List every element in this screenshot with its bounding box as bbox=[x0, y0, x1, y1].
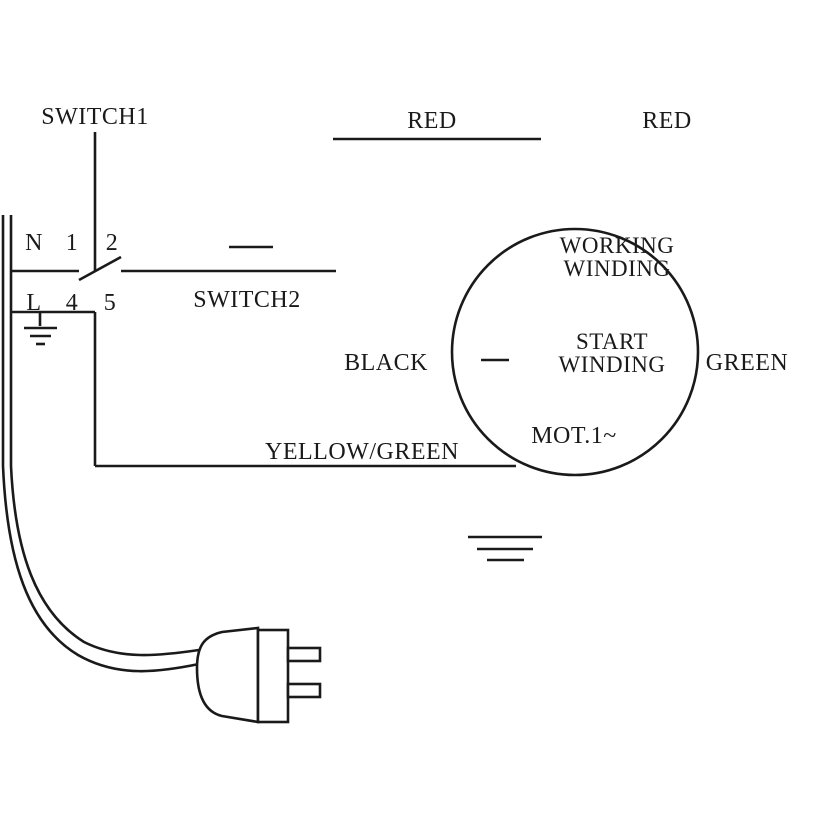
cord-inner-curve bbox=[9, 465, 200, 657]
plug-pin-bottom bbox=[286, 682, 322, 699]
label-terminal-n: N bbox=[25, 230, 43, 256]
label-green: GREEN bbox=[706, 350, 789, 376]
label-red-right: RED bbox=[642, 108, 692, 134]
label-working-winding-line1: WORKING bbox=[560, 233, 675, 258]
label-terminal-4: 4 bbox=[66, 290, 79, 316]
switch1-blade bbox=[78, 255, 122, 282]
motor-circle bbox=[450, 227, 700, 477]
label-start-winding-line2: WINDING bbox=[559, 352, 666, 377]
label-switch1: SWITCH1 bbox=[41, 104, 149, 130]
label-red-top: RED bbox=[407, 108, 457, 134]
plug-pin-top bbox=[286, 646, 322, 663]
label-switch2: SWITCH2 bbox=[193, 287, 301, 313]
label-yellow-green: YELLOW/GREEN bbox=[265, 439, 459, 465]
plug-face bbox=[256, 628, 290, 724]
label-terminal-1: 1 bbox=[66, 230, 79, 256]
label-start-winding-line1: START bbox=[576, 329, 648, 354]
label-working-winding-line2: WINDING bbox=[564, 256, 671, 281]
label-motor: MOT.1~ bbox=[531, 423, 617, 449]
label-black: BLACK bbox=[344, 350, 428, 376]
cord-outer-curve bbox=[1, 465, 200, 673]
label-terminal-2: 2 bbox=[106, 230, 119, 256]
label-terminal-5: 5 bbox=[104, 290, 117, 316]
plug-body bbox=[195, 626, 260, 724]
label-terminal-l: L bbox=[26, 290, 41, 316]
